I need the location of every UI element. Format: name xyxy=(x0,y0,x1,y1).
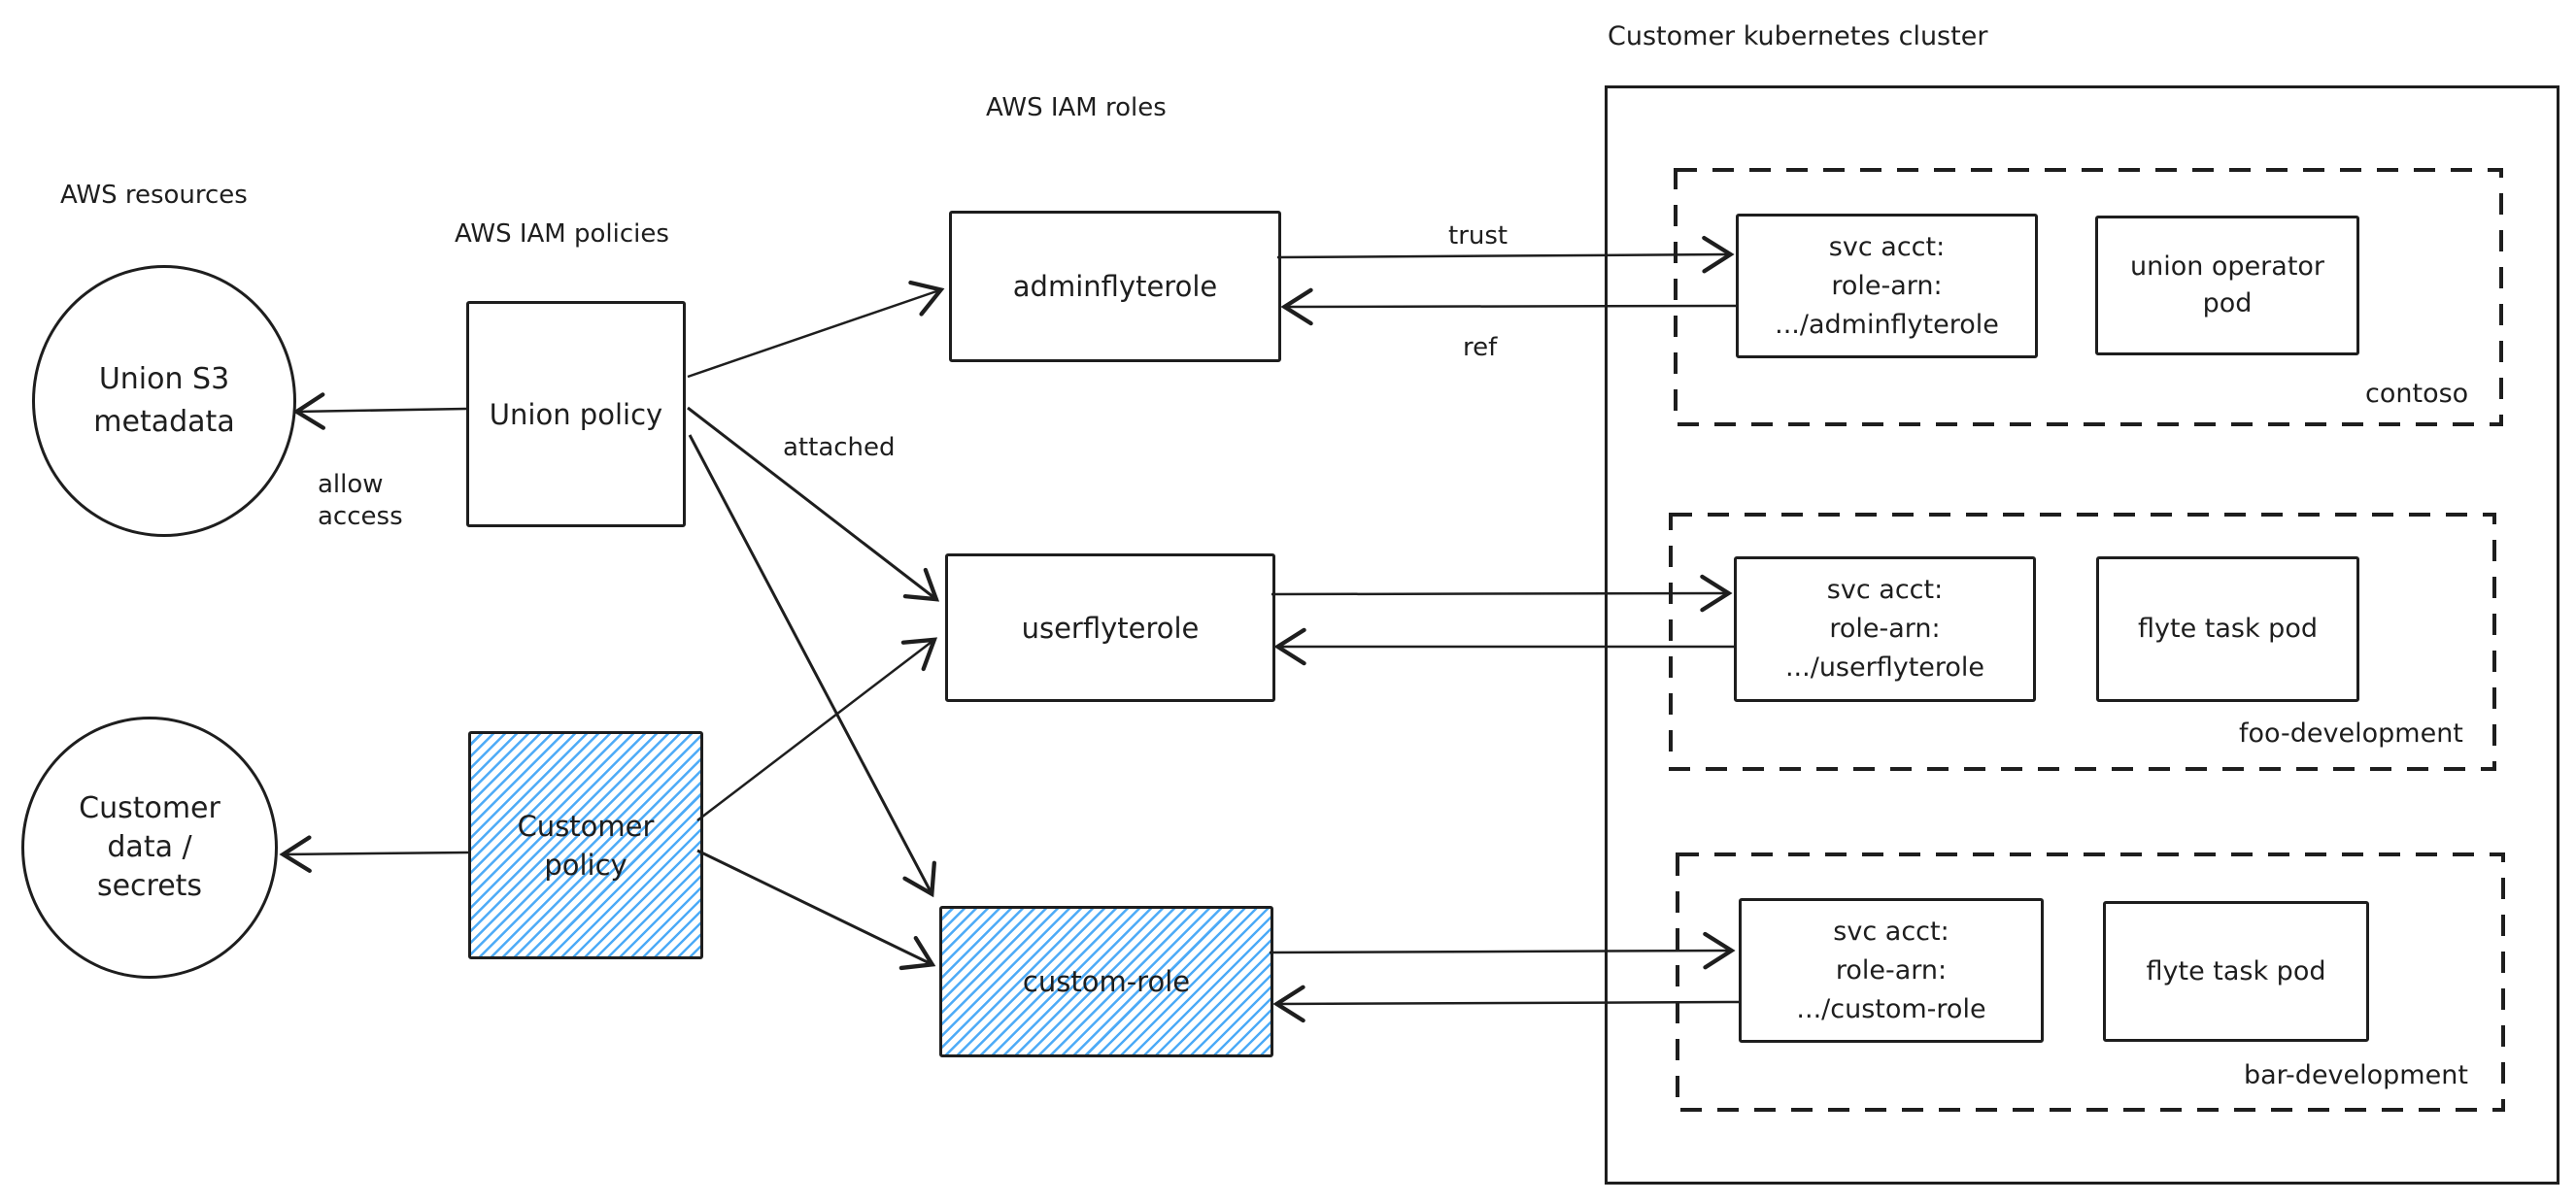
pod-box-bar: flyte task pod xyxy=(2103,901,2369,1042)
cluster-rect xyxy=(1605,85,2559,1185)
customer-policy-line1: Customer xyxy=(517,809,655,843)
allow-access-line2: access xyxy=(318,502,403,531)
user-role-box: userflyterole xyxy=(945,553,1275,702)
customer-policy-line2: policy xyxy=(544,848,627,882)
svc-acct-foo-line3: .../userflyterole xyxy=(1784,652,1985,683)
pod-contoso-line2: pod xyxy=(2202,288,2253,318)
svc-acct-box-bar: svc acct: role-arn: .../custom-role xyxy=(1739,898,2044,1043)
svc-acct-contoso-line1: svc acct: xyxy=(1828,231,1946,262)
pod-contoso-line1: union operator xyxy=(2129,251,2325,282)
arrow-union-policy-to-admin-role xyxy=(687,280,945,379)
ref-label: ref xyxy=(1463,333,1498,362)
aws-iam-roles-label: AWS IAM roles xyxy=(986,93,1167,122)
customer-data-circle: Customer data / secrets xyxy=(21,717,278,979)
svc-acct-box-contoso: svc acct: role-arn: .../adminflyterole xyxy=(1736,214,2038,358)
pod-box-contoso: union operator pod xyxy=(2095,216,2359,355)
admin-role-box: adminflyterole xyxy=(949,211,1281,362)
arrow-union-policy-to-s3 xyxy=(292,392,467,430)
customer-data-line1: Customer xyxy=(79,791,220,825)
svc-acct-contoso-line3: .../adminflyterole xyxy=(1775,309,1999,340)
customer-data-line3: secrets xyxy=(96,869,203,903)
trust-label: trust xyxy=(1448,221,1508,251)
union-s3-line1: Union S3 xyxy=(98,362,230,396)
pod-box-foo: flyte task pod xyxy=(2096,556,2359,702)
allow-access-line1: allow xyxy=(318,470,384,499)
namespace-label-contoso: contoso xyxy=(2365,379,2469,409)
allow-access-label: allow access xyxy=(318,469,403,533)
svc-acct-box-foo: svc acct: role-arn: .../userflyterole xyxy=(1734,556,2036,702)
custom-role-label: custom-role xyxy=(1022,965,1191,998)
customer-data-line2: data / xyxy=(107,830,192,864)
arrow-union-policy-to-custom-role xyxy=(688,434,936,898)
union-policy-label: Union policy xyxy=(489,397,663,431)
user-role-label: userflyterole xyxy=(1021,611,1200,645)
svc-acct-foo-line1: svc acct: xyxy=(1826,575,1944,605)
svc-acct-bar-line2: role-arn: xyxy=(1835,954,1948,986)
arrow-customer-policy-to-custom-role xyxy=(696,849,936,971)
customer-policy-box: Customer policy xyxy=(468,731,703,959)
aws-resources-label: AWS resources xyxy=(60,181,248,210)
arrow-customer-policy-to-data xyxy=(279,835,469,873)
pod-foo-line1: flyte task pod xyxy=(2138,614,2318,644)
custom-role-box: custom-role xyxy=(939,906,1273,1057)
arrow-customer-policy-to-user-role xyxy=(696,637,938,821)
attached-label: attached xyxy=(783,433,896,462)
svc-acct-foo-line2: role-arn: xyxy=(1829,614,1941,644)
union-s3-line2: metadata xyxy=(93,405,235,439)
aws-iam-policies-label: AWS IAM policies xyxy=(455,219,669,249)
pod-bar-line1: flyte task pod xyxy=(2146,955,2326,986)
namespace-label-bar: bar-development xyxy=(2244,1060,2468,1090)
svc-acct-contoso-line2: role-arn: xyxy=(1831,270,1943,301)
svc-acct-bar-line1: svc acct: xyxy=(1833,916,1949,947)
union-s3-circle: Union S3 metadata xyxy=(32,265,296,537)
union-policy-box: Union policy xyxy=(466,301,686,527)
cluster-title: Customer kubernetes cluster xyxy=(1608,21,1988,51)
namespace-label-foo: foo-development xyxy=(2239,718,2463,749)
svc-acct-bar-line3: .../custom-role xyxy=(1796,993,1986,1024)
admin-role-label: adminflyterole xyxy=(1012,270,1218,303)
